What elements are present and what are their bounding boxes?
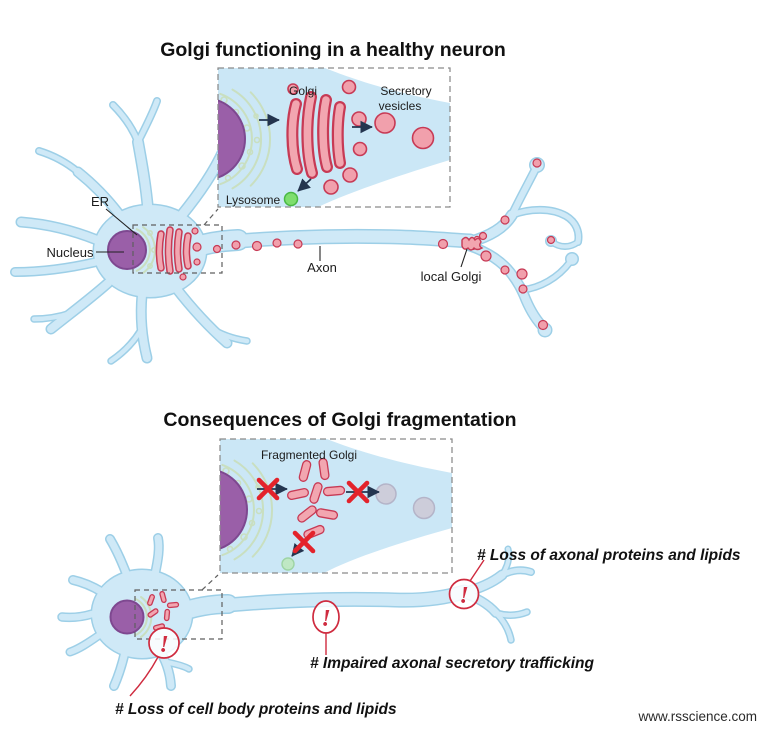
soma-fragmented-golgi [147,590,180,631]
blocked-x-icon [292,530,316,554]
secretory-vesicles-label-1: Secretory [380,84,431,98]
healthy-inset-border [217,67,451,208]
blocked-x-icon [256,477,280,501]
fragmented-golgi-callout-box [134,589,223,640]
inset-nucleus [220,470,248,550]
fragmented-golgi-label: Fragmented Golgi [261,448,357,462]
inset-fragmented-golgi [286,457,346,540]
healthy-title: Golgi functioning in a healthy neuron [160,39,506,61]
faded-vesicle [412,496,436,520]
annotation-impaired-trafficking: # Impaired axonal secretory trafficking [310,655,595,672]
golgi-to-lysosome-arrow [297,178,312,192]
annotation-loss-axonal: # Loss of axonal proteins and lipids [477,547,741,564]
warning-icon: ! [459,583,468,609]
nucleus-label: Nucleus [47,245,94,260]
soma-golgi-callout-box [132,224,223,274]
annotation-loss-cell-body: # Loss of cell body proteins and lipids [115,701,397,718]
inset-er [219,88,272,190]
inset-er [221,459,274,561]
secretory-vesicle [411,126,435,150]
callout-connector [203,208,219,226]
warning-leader-line [129,656,159,697]
lysosome-label: Lysosome [226,193,281,207]
warning-axon: ! [312,600,340,655]
soma-nucleus [107,230,147,270]
axon-vesicles [192,158,556,331]
callout-connector [201,574,219,591]
warning-icon: ! [159,632,168,658]
fragmentation-inset: Fragmented Golgi [219,438,453,574]
local-golgi-label-line [460,248,468,268]
faded-lysosome [281,557,295,571]
er-label: ER [91,194,109,209]
inset-nucleus [218,99,246,179]
soma-nucleus-fragmented [109,599,145,635]
warning-cell-body: ! [129,627,180,697]
inset-golgi-stack [286,79,368,195]
secretory-vesicles-label-2: vesicles [379,99,422,113]
warning-icon: ! [321,606,330,632]
watermark: www.rsscience.com [637,709,757,724]
faded-vesicle [375,483,397,505]
soma-er [135,226,158,274]
warning-axon-terminal: ! [448,559,485,610]
local-golgi-label: local Golgi [421,269,482,284]
fragmentation-title: Consequences of Golgi fragmentation [163,409,516,431]
soma-golgi-stack [155,226,201,281]
golgi-label: Golgi [289,84,317,98]
er-label-line [105,208,138,236]
healthy-inset: Golgi Secretory vesicles Lysosome [217,67,451,208]
axon-label: Axon [307,260,337,275]
secretory-vesicle [374,112,396,134]
local-golgi-cluster [461,235,484,251]
lysosome [283,191,299,207]
fragmentation-inset-border [219,438,453,574]
blocked-x-icon [346,480,370,504]
warning-leader-line [469,559,485,582]
